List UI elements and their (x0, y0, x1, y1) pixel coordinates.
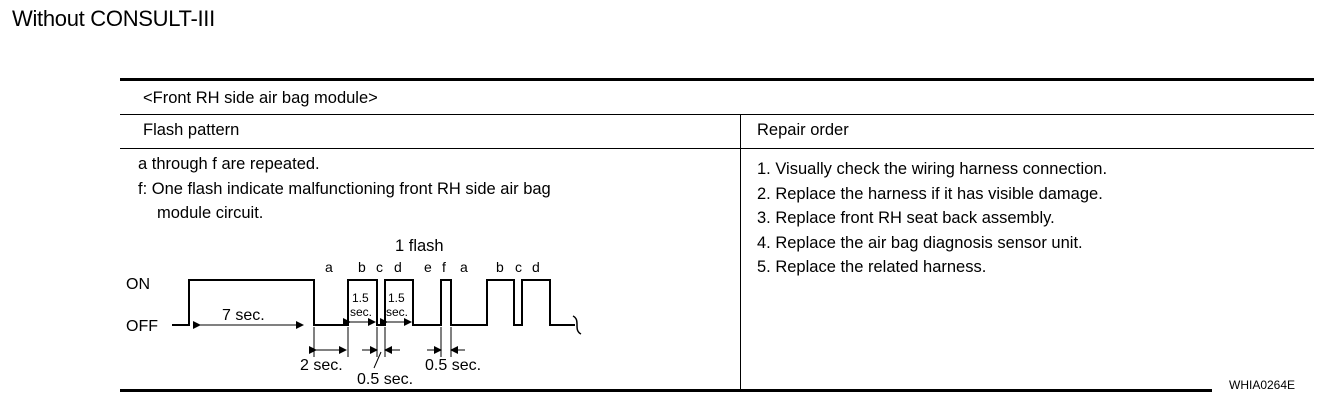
column-header-flash-pattern: Flash pattern (143, 121, 240, 139)
letter-e: e (424, 259, 432, 275)
description-line-1: a through f are repeated. (138, 155, 320, 173)
letter-b-1: b (358, 259, 366, 275)
one-flash-label: 1 flash (395, 237, 444, 255)
description-line-2: f: One flash indicate malfunctioning fro… (138, 180, 551, 198)
repair-steps-list: 1. Visually check the wiring harness con… (757, 158, 1107, 281)
table-column-divider (740, 115, 741, 391)
letter-d-1: d (394, 259, 402, 275)
column-header-repair-order: Repair order (757, 121, 849, 139)
half-sec-1-leader (373, 351, 382, 369)
letter-c-1: c (376, 259, 383, 275)
page-heading: Without CONSULT-III (12, 6, 215, 31)
half-sec-label-2: 0.5 sec. (425, 357, 481, 374)
off-label: OFF (126, 318, 158, 335)
letter-a-2: a (460, 259, 468, 275)
repair-step-2: 2. Replace the harness if it has visible… (757, 184, 1103, 203)
description-line-3: module circuit. (157, 204, 264, 222)
letter-c-2: c (515, 259, 522, 275)
letter-f: f (442, 259, 446, 275)
repair-step-3: 3. Replace front RH seat back assembly. (757, 209, 1055, 227)
signal-waveform (172, 279, 575, 326)
pulse-2-duration: 1.5 (388, 291, 405, 305)
table-top-rule (120, 78, 1314, 81)
two-sec-label: 2 sec. (300, 357, 343, 374)
figure-code: WHIA0264E (1229, 378, 1296, 392)
module-title: <Front RH side air bag module> (143, 89, 378, 107)
letter-b-2: b (496, 259, 504, 275)
repair-step-4: 4. Replace the air bag diagnosis sensor … (757, 233, 1083, 252)
pulse-2-unit: sec. (386, 305, 408, 319)
seven-sec-label: 7 sec. (222, 307, 265, 324)
pulse-1-duration: 1.5 (352, 291, 369, 305)
letter-a-1: a (325, 259, 333, 275)
on-label: ON (126, 276, 150, 293)
repair-step-1: 1. Visually check the wiring harness con… (757, 160, 1108, 178)
repair-step-5: 5. Replace the related harness. (757, 258, 987, 276)
letter-d-2: d (532, 259, 540, 275)
table-rule-title (120, 114, 1314, 115)
half-sec-label-1: 0.5 sec. (357, 371, 413, 388)
pulse-1-unit: sec. (350, 305, 372, 319)
table-rule-header (120, 148, 1314, 149)
waveform-break-mark (572, 315, 582, 335)
table-bottom-rule (120, 389, 1212, 392)
